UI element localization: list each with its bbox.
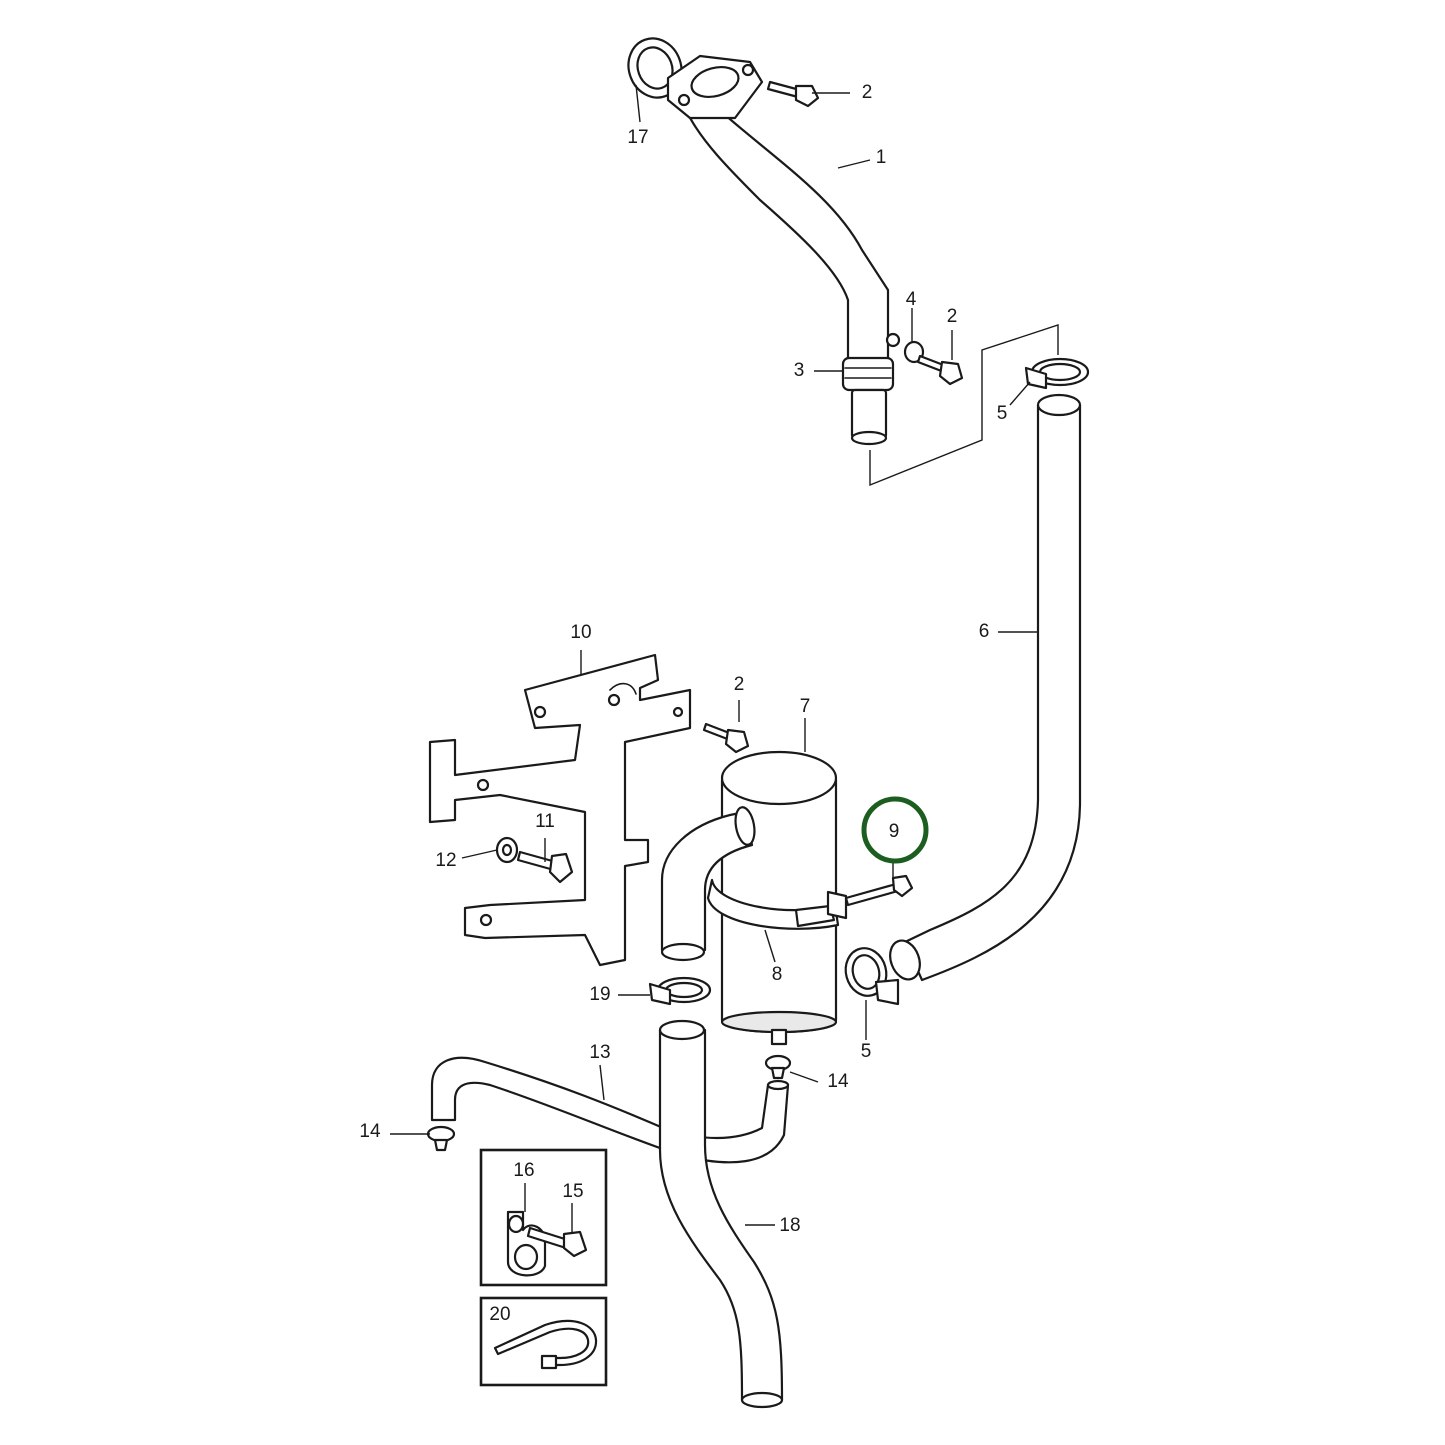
washer-part-12 [495,836,519,864]
callout-2-top: 2 [862,82,873,103]
drain-hose-part-13 [430,1056,790,1164]
callout-18: 18 [779,1215,800,1236]
bolt-part-2-top [766,80,820,108]
strap-clamp-part-8 [706,878,848,930]
callout-5-upper: 5 [997,403,1008,424]
bolt-part-2-middle [702,722,750,754]
callout-2-middle: 2 [734,674,745,695]
callout-7: 7 [800,696,811,717]
leader-lines [390,84,1038,1232]
exhaust-hose-part-18 [658,1019,784,1409]
bolt-part-11 [516,850,574,884]
callout-4: 4 [906,289,917,310]
callout-6: 6 [979,621,990,642]
callout-2-right: 2 [947,306,958,327]
hose-clamp-part-19 [648,976,712,1006]
small-clamp-part-14-right [764,1054,792,1080]
callout-10: 10 [570,622,591,643]
callout-14-left: 14 [359,1121,381,1142]
callout-20: 20 [489,1304,510,1325]
callout-15: 15 [562,1181,583,1202]
hose-clamp-part-5-upper [1024,357,1090,390]
bolt-part-9 [844,874,914,907]
callout-8: 8 [772,964,783,985]
callout-14-right: 14 [827,1071,849,1092]
callout-5-lower: 5 [861,1041,872,1062]
detail-box-parts-15-16 [479,1148,608,1287]
hose-clamp-part-5-lower [844,947,900,1006]
callout-3: 3 [794,360,805,381]
inlet-pipe-muffler [660,806,756,962]
callout-12: 12 [435,850,456,871]
callout-19: 19 [589,984,610,1005]
callout-13: 13 [589,1042,610,1063]
callout-9: 9 [889,821,900,842]
bolt-part-2-upper [916,354,964,386]
highlight-ring-callout-9 [861,796,929,864]
o-ring-part-17 [627,37,683,99]
callout-16: 16 [513,1160,534,1181]
callout-11: 11 [535,811,555,832]
silencer-part-7 [720,750,838,1046]
detail-box-part-20 [479,1296,608,1387]
callout-17: 17 [627,127,648,148]
exhaust-hose-part-6 [889,393,1082,982]
callout-1: 1 [876,147,887,168]
exhaust-pipe-part-1 [666,54,901,367]
assembly-line-upper [869,324,1059,487]
small-clamp-part-14-left [426,1125,456,1152]
mounting-bracket-part-10 [428,653,692,967]
sleeve-part-3 [841,356,895,446]
washer-part-4 [903,340,925,364]
